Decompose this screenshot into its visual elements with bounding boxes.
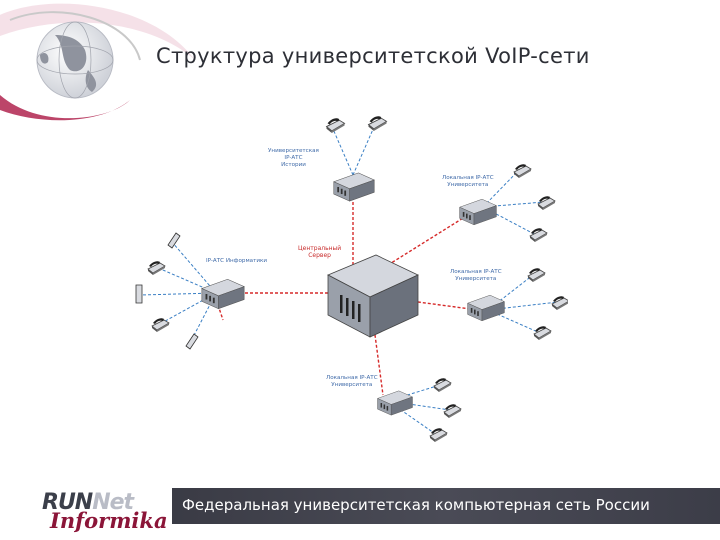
wireless-phone-icon [167, 232, 181, 249]
ip-phone-icon [533, 325, 552, 341]
label-line: Университета [455, 276, 497, 282]
ip-phone-icon [147, 260, 166, 276]
label-line: Локальная IP-АТС [326, 375, 378, 381]
label-line: Университетская [268, 148, 319, 154]
wireless-phones [135, 232, 199, 350]
ip-phone-icon [429, 427, 448, 443]
ip-phone-icon [325, 117, 346, 134]
footer-bar: Федеральная университетская компьютерная… [172, 488, 720, 524]
ip-phone-icon [529, 227, 548, 243]
ip-phone-icon [527, 267, 546, 283]
label-line: Университета [447, 182, 489, 188]
ip-phone-icon [443, 403, 462, 419]
local-bottom-pbx-label: Локальная IP-АТС Университета [326, 375, 378, 389]
footer-text: Федеральная университетская компьютерная… [182, 496, 650, 514]
label-line: Локальная IP-АТС [442, 175, 494, 181]
logo-informika: Informika [50, 508, 168, 533]
ip-phone-icon [367, 115, 388, 132]
logo-net: Net [92, 490, 134, 515]
label-line: IP-АТС Информатики [206, 258, 267, 264]
diagram-canvas [135, 115, 568, 443]
informatics-pbx-label: IP-АТС Информатики [206, 258, 267, 265]
logo-runnet: RUNNet [42, 490, 134, 515]
pbx-local-right-icon [467, 294, 505, 322]
pbx-history-icon [333, 172, 375, 202]
globe-swoosh-icon [0, 3, 195, 121]
ip-phone-icon [433, 377, 452, 393]
local-top-pbx-label: Локальная IP-АТС Университета [442, 175, 494, 189]
label-line: Локальная IP-АТС [450, 269, 502, 275]
label-line: Истории [281, 162, 306, 168]
wireless-phone-icon [185, 333, 199, 350]
central-server-icon [327, 254, 419, 338]
label-line: Университета [331, 382, 373, 388]
ip-phone-icon [537, 195, 556, 211]
wireless-phone-icon [135, 284, 143, 304]
ip-phone-icon [551, 295, 568, 311]
network-diagram: Университетская IP-АТС Истории Локальная… [128, 105, 568, 457]
label-line: IP-АТС [284, 155, 303, 161]
local-right-pbx-label: Локальная IP-АТС Университета [450, 269, 502, 283]
ip-phone-icon [513, 163, 532, 179]
central-server-label: Центральный Сервер [298, 245, 341, 259]
slide-title: Структура университетской VoIP-сети [156, 44, 590, 68]
pbx-local-top-icon [459, 198, 497, 226]
logo-run: RUN [42, 490, 93, 515]
label-line: Центральный [298, 245, 342, 252]
history-pbx-label: Университетская IP-АТС Истории [268, 148, 319, 169]
runnet-informika-logo: RUNNet Informika [38, 488, 178, 536]
label-line: Сервер [308, 252, 331, 259]
